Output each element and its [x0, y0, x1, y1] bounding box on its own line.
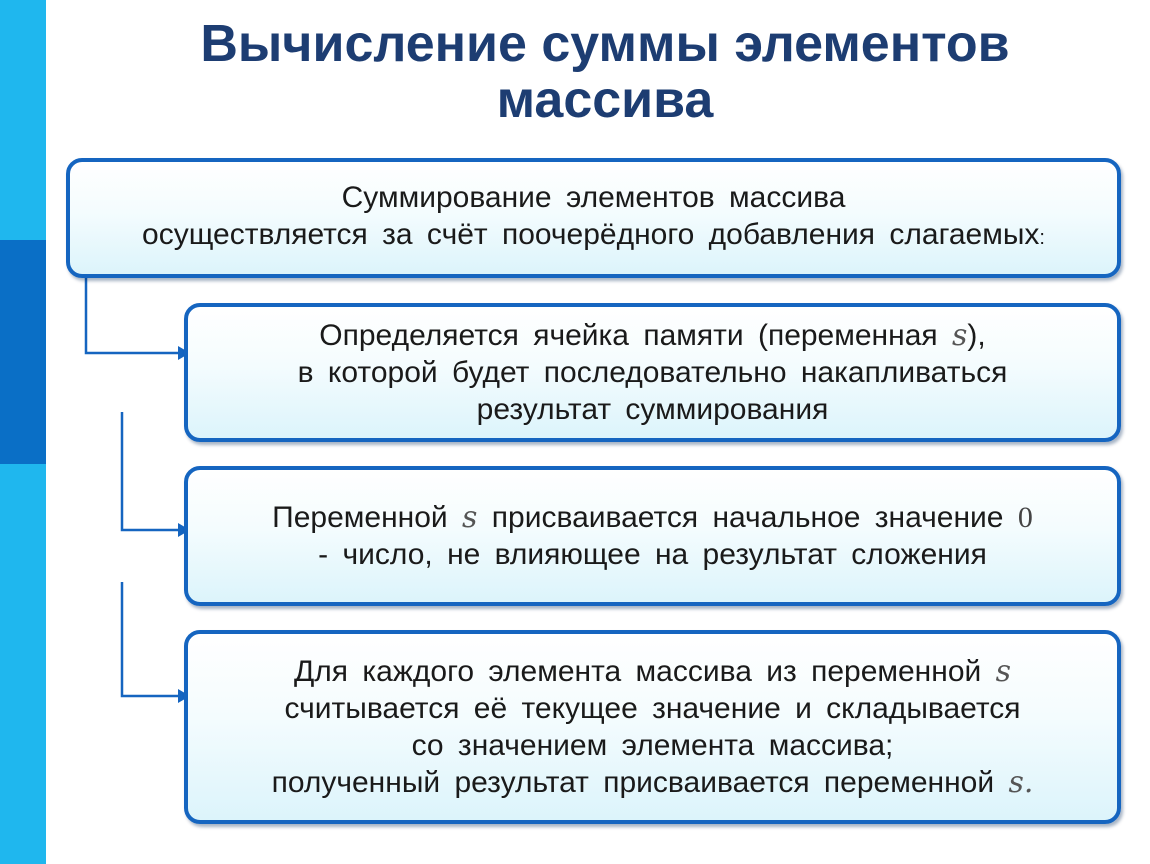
connector-to-step3 [120, 582, 178, 698]
connector-to-step2 [120, 412, 178, 532]
step1-line-2: в которой будет последовательно накаплив… [297, 356, 1008, 389]
variable-s: s. [1008, 765, 1034, 800]
step-box-3: Для каждого элемента массива из переменн… [184, 630, 1121, 824]
intro-line-2: осуществляется за счёт поочерёдного доба… [142, 216, 1045, 257]
variable-s: s [995, 654, 1012, 689]
intro-line-1: Суммирование элементов массива [341, 181, 846, 214]
step2-line-1-text: Переменной [272, 501, 448, 534]
variable-s: s [462, 500, 478, 535]
intro-box: Суммирование элементов массива осуществл… [66, 158, 1121, 278]
step3-line-4-text: полученный результат присваивается перем… [271, 766, 995, 799]
connector-to-step1 [84, 278, 178, 355]
step1-line-1-end: ), [967, 319, 986, 352]
side-accent-bar-dark [0, 240, 46, 464]
slide-title-line-1: Вычисление суммы элементов [200, 15, 1010, 73]
variable-s: s [951, 318, 968, 353]
step2-line-1: Переменной s присваивается начальное зна… [272, 499, 1033, 536]
step1-line-1: Определяется ячейка памяти (переменная s… [319, 317, 985, 354]
step1-line-1-text: Определяется ячейка памяти (переменная [319, 319, 938, 352]
step3-line-1-text: Для каждого элемента массива из переменн… [293, 655, 982, 688]
value-zero: 0 [1017, 501, 1033, 534]
slide-title: Вычисление суммы элементов массива [60, 16, 1150, 128]
intro-line-2-text: осуществляется за счёт поочерёдного доба… [142, 218, 1040, 251]
step2-line-1-mid: присваивается начальное значение [491, 501, 1004, 534]
step-box-2: Переменной s присваивается начальное зна… [184, 466, 1121, 606]
step3-line-2: считывается её текущее значение и склады… [284, 692, 1021, 725]
step3-line-4: полученный результат присваивается перем… [272, 764, 1034, 801]
step1-line-3: результат суммирования [476, 393, 829, 426]
intro-line-2-colon: : [1039, 227, 1045, 249]
step2-line-2: - число, не влияющее на результат сложен… [318, 538, 987, 571]
step-box-1: Определяется ячейка памяти (переменная s… [184, 303, 1121, 442]
step3-line-1: Для каждого элемента массива из переменн… [294, 653, 1011, 690]
slide-title-line-2: массива [496, 71, 714, 129]
step3-line-3: со значением элемента массива; [411, 729, 894, 762]
